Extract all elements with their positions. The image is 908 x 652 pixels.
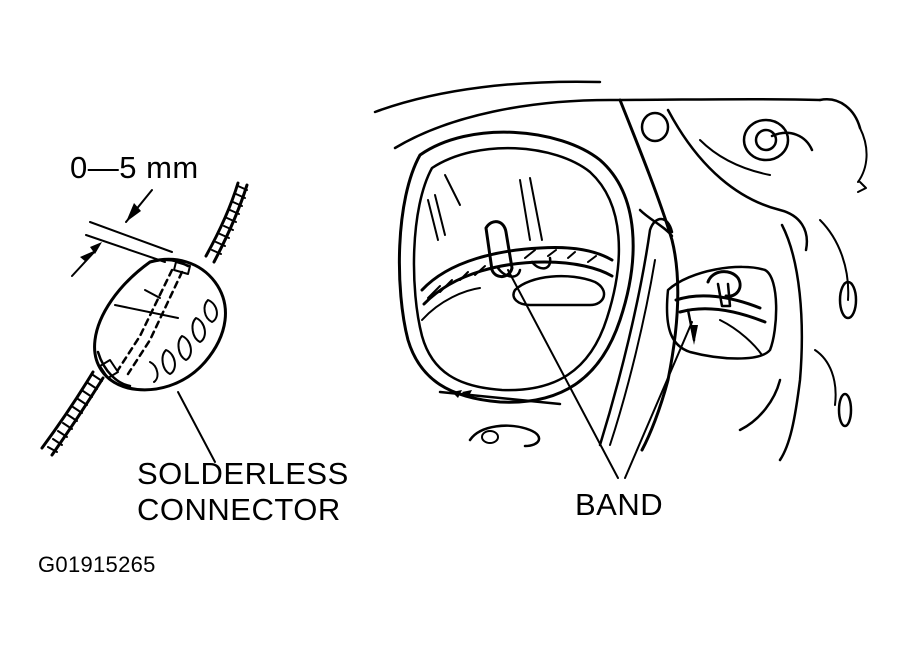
wire-strand [40,181,249,457]
dimension-label: 0—5 mm [70,150,199,185]
solderless-label-line1: SOLDERLESS [137,456,349,491]
door-panel-outline [373,80,868,462]
wiring-harness [420,174,614,321]
solderless-connector-label: SOLDERLESS CONNECTOR [137,456,349,528]
band-leader-lines [507,269,693,479]
connector-leader-line [177,391,216,463]
connector-body [93,257,227,392]
figure-id-label: G01915265 [38,552,156,577]
right-connector [665,265,778,360]
dimension-marker [71,189,173,277]
solderless-label-line2: CONNECTOR [137,492,341,527]
band-label: BAND [575,487,664,522]
